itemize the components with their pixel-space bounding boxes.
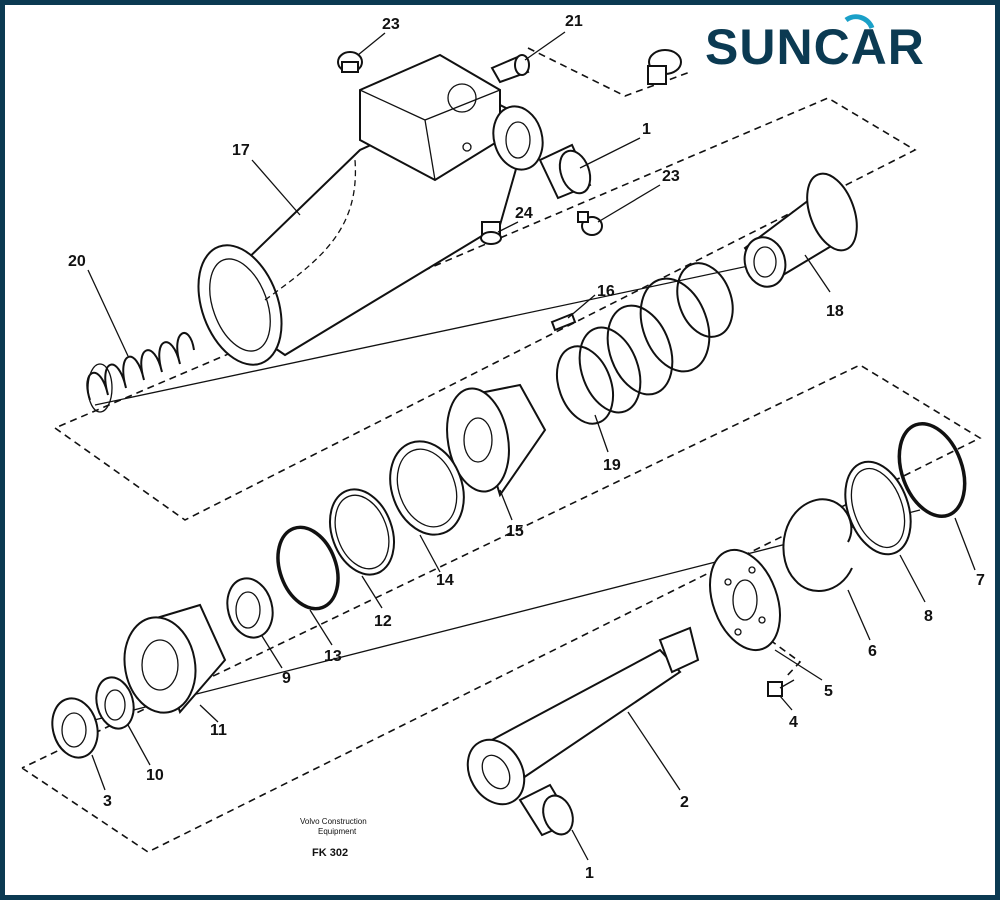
- callout-9: 9: [282, 670, 291, 687]
- caption-line-1: Volvo Construction: [300, 817, 367, 826]
- caption-line-2: Equipment: [318, 827, 357, 836]
- piston-15: [446, 383, 547, 498]
- sleeve-18: [743, 172, 858, 288]
- callout-12: 12: [374, 613, 392, 630]
- callout-23-side: 23: [662, 168, 680, 185]
- bushing-10: [95, 676, 135, 730]
- callout-16: 16: [597, 283, 615, 300]
- callout-18: 18: [826, 303, 844, 320]
- piston-rod-2: [466, 626, 700, 806]
- wiper-3-inner: [61, 712, 87, 748]
- caption-code: FK 302: [312, 847, 348, 859]
- suncar-logo: SUNCAR: [705, 14, 925, 75]
- callout-14: 14: [436, 572, 454, 589]
- plug-23-side: [577, 211, 603, 236]
- bushing-10-inner: [104, 689, 126, 721]
- callout-3: 3: [103, 793, 112, 810]
- bushing-1-bottom: [518, 783, 574, 837]
- callout-8: 8: [924, 608, 933, 625]
- callout-19: 19: [603, 457, 621, 474]
- o-ring-7: [897, 421, 967, 519]
- callout-17: 17: [232, 142, 250, 159]
- callout-10: 10: [146, 767, 164, 784]
- fitting-21: [490, 54, 530, 84]
- callout-6: 6: [868, 643, 877, 660]
- leader-lines: [87, 31, 976, 861]
- callout-11: 11: [210, 722, 227, 739]
- pin-16: [550, 312, 577, 332]
- logo-text: SUNCAR: [705, 19, 925, 75]
- plug-23-top: [337, 51, 363, 73]
- callout-1-bottom: 1: [585, 865, 594, 882]
- spring-20: [86, 332, 195, 413]
- plate-5: [709, 548, 781, 652]
- ring-12-inner: [334, 494, 390, 570]
- ring-12: [329, 488, 395, 576]
- callout-4: 4: [789, 714, 798, 731]
- callout-21: 21: [565, 13, 583, 30]
- callout-7: 7: [976, 572, 985, 589]
- plug-right-top: [647, 49, 682, 85]
- snap-ring-6: [782, 498, 853, 593]
- ring-8-inner: [850, 467, 906, 549]
- callout-20: 20: [68, 253, 86, 270]
- logo-accent-arc: [844, 14, 875, 30]
- callout-23-top: 23: [382, 16, 400, 33]
- valve-body-17: [197, 53, 544, 366]
- callout-5: 5: [824, 683, 833, 700]
- bolt-4: [767, 679, 795, 697]
- top-dashed-link: [527, 47, 691, 97]
- plug-24: [480, 221, 502, 245]
- bolt-dashed-link: [769, 639, 802, 679]
- bushing-9: [226, 577, 274, 639]
- o-ring-13: [276, 525, 340, 611]
- upper-dashed-boundary: [54, 97, 917, 521]
- lower-dashed-boundary: [21, 364, 982, 853]
- callout-24: 24: [515, 205, 533, 222]
- callout-1-top: 1: [642, 121, 651, 138]
- callout-13: 13: [324, 648, 342, 665]
- callout-2: 2: [680, 794, 689, 811]
- bushing-1-top: [538, 143, 592, 200]
- upper-axis-line: [94, 254, 801, 406]
- callout-15: 15: [506, 523, 524, 540]
- wiper-3: [51, 697, 99, 759]
- spring-19: [555, 262, 734, 425]
- seal-ring-14-inner: [396, 448, 458, 528]
- gland-11: [123, 603, 227, 714]
- lower-axis-line: [54, 509, 921, 731]
